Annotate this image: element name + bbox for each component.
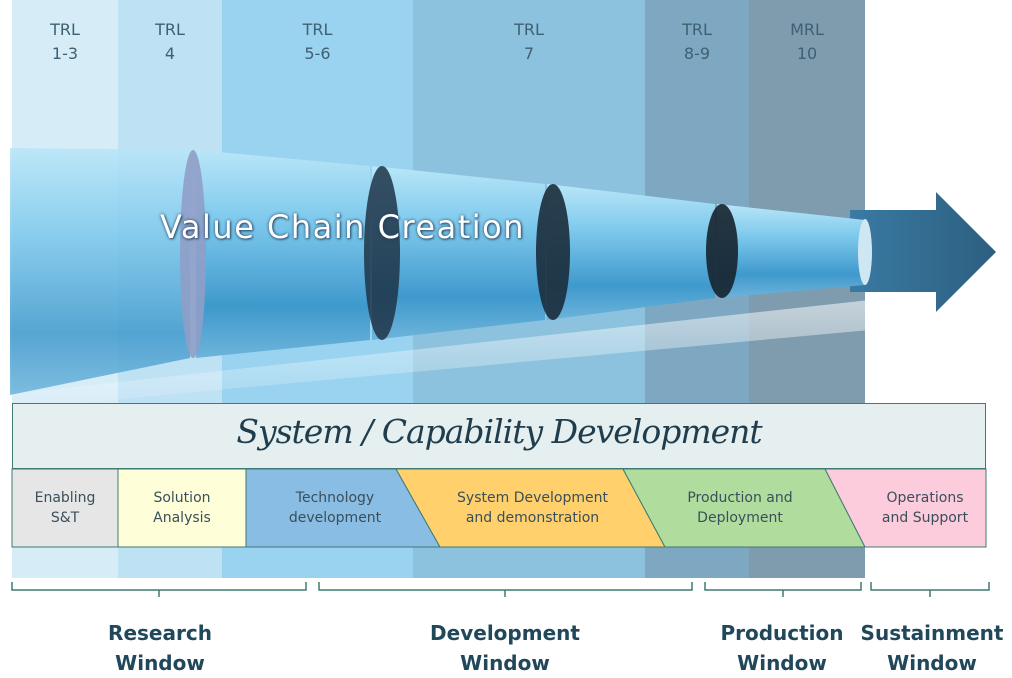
phase-enabling-st xyxy=(11,468,119,548)
system-development-box xyxy=(12,403,986,469)
development-window-label: Development Window xyxy=(410,618,600,678)
value-chain-label: Value Chain Creation xyxy=(160,208,526,246)
window-label-line2: Window xyxy=(737,651,827,675)
tube-ring xyxy=(180,150,206,358)
phase-label-enabling-st: Enabling S&T xyxy=(12,488,118,528)
phase-label-line1: Solution xyxy=(153,490,211,506)
phase-label-operations-support: Operations and Support xyxy=(864,488,986,528)
research-window-bracket xyxy=(11,582,307,597)
trl-label-top: TRL xyxy=(302,20,333,39)
phase-label-line1: Operations xyxy=(886,490,964,506)
phase-label-line2: and Support xyxy=(881,510,969,526)
window-label-line1: Sustainment xyxy=(860,621,1004,645)
trl-label-bottom: 10 xyxy=(796,44,818,63)
window-label-line1: Development xyxy=(430,621,580,645)
trl-label-bottom: 4 xyxy=(164,44,176,63)
trl-label-top: TRL xyxy=(514,20,544,39)
tube-ring xyxy=(706,204,738,298)
trl-label-5-6: TRL 5-6 xyxy=(222,18,413,66)
phase-label-line2: and demonstration xyxy=(465,510,600,526)
trl-label-bottom: 7 xyxy=(523,44,535,63)
trl-label-top: TRL xyxy=(50,20,80,39)
tube-reflection xyxy=(0,300,870,410)
trl-label-1-3: TRL 1-3 xyxy=(12,18,118,66)
window-label-line1: Research xyxy=(108,621,212,645)
phase-label-production-deployment: Production and Deployment xyxy=(650,488,830,528)
phase-solution-analysis xyxy=(117,468,247,548)
sustainment-window-label: Sustainment Window xyxy=(854,618,1010,678)
phase-label-line2: S&T xyxy=(50,510,80,526)
trl-label-top: TRL xyxy=(682,20,712,39)
phase-label-line2: Deployment xyxy=(697,510,783,526)
research-window-label: Research Window xyxy=(80,618,240,678)
arrow-head xyxy=(850,192,996,312)
phase-label-line2: development xyxy=(288,510,382,526)
trl-label-top: MRL xyxy=(790,20,824,39)
tube-segment-3 xyxy=(372,166,545,340)
tube-ring xyxy=(536,184,570,320)
mrl-label-10: MRL 10 xyxy=(749,18,865,66)
phase-label-line1: System Development xyxy=(457,490,608,506)
tube-segment-4 xyxy=(547,184,715,320)
trl-label-4: TRL 4 xyxy=(118,18,222,66)
phase-label-line2: Analysis xyxy=(153,510,211,526)
phase-label-line1: Production and xyxy=(687,490,793,506)
window-label-line2: Window xyxy=(887,651,977,675)
window-label-line2: Window xyxy=(115,651,205,675)
phase-label-line1: Technology xyxy=(295,490,375,506)
production-window-bracket xyxy=(704,582,862,597)
tube-end xyxy=(858,219,872,285)
trl-label-top: TRL xyxy=(155,20,185,39)
system-development-title: System / Capability Development xyxy=(236,412,762,451)
phase-label-line1: Enabling xyxy=(34,490,96,506)
trl-label-bottom: 5-6 xyxy=(304,44,331,63)
window-label-line2: Window xyxy=(460,651,550,675)
phase-label-solution-analysis: Solution Analysis xyxy=(118,488,246,528)
tube-segment-5 xyxy=(717,204,865,298)
trl-label-bottom: 8-9 xyxy=(683,44,711,63)
window-label-line1: Production xyxy=(720,621,844,645)
tube-ring xyxy=(364,166,400,340)
trl-label-8-9: TRL 8-9 xyxy=(645,18,749,66)
phase-label-system-development: System Development and demonstration xyxy=(420,488,645,528)
trl-label-7: TRL 7 xyxy=(413,18,645,66)
development-window-bracket xyxy=(318,582,693,597)
trl-label-bottom: 1-3 xyxy=(51,44,79,63)
phase-operations-support xyxy=(824,468,987,548)
production-window-label: Production Window xyxy=(712,618,852,678)
tube-segment-2 xyxy=(196,150,370,358)
phase-label-technology-development: Technology development xyxy=(260,488,410,528)
tube-segment-1 xyxy=(10,148,190,395)
sustainment-window-bracket xyxy=(870,582,990,597)
